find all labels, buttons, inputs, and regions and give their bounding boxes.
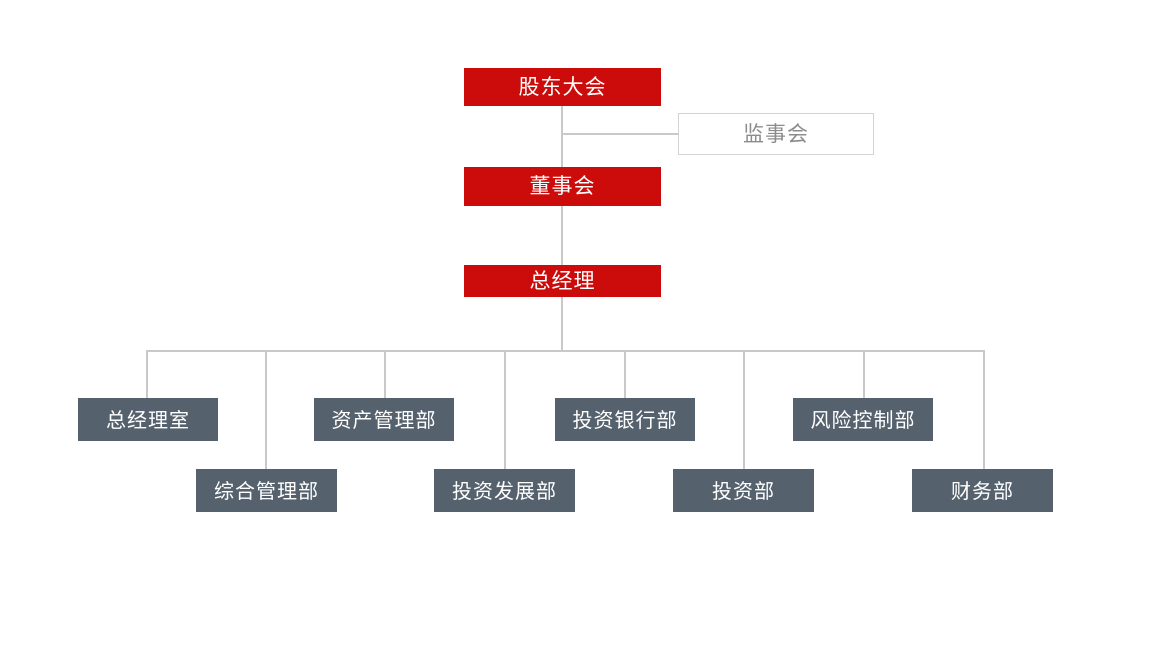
node-department-investment-development[interactable]: 投资发展部 [434, 469, 575, 512]
node-department-asset-management[interactable]: 资产管理部 [314, 398, 454, 441]
node-department-general-admin[interactable]: 综合管理部 [196, 469, 337, 512]
node-department-finance[interactable]: 财务部 [912, 469, 1053, 512]
node-board-of-supervisors[interactable]: 监事会 [678, 113, 874, 155]
connector-drop-invest-dev [504, 350, 506, 469]
connector-drop-asset-management [384, 350, 386, 398]
connector-general-manager-to-bus [561, 297, 563, 351]
node-department-investment-bank[interactable]: 投资银行部 [555, 398, 695, 441]
connector-drop-risk-control [863, 350, 865, 398]
connector-board-to-general-manager [561, 206, 563, 265]
connector-drop-investment [743, 350, 745, 469]
connector-drop-general-admin [265, 350, 267, 469]
node-department-gm-office[interactable]: 总经理室 [78, 398, 218, 441]
node-shareholders-meeting[interactable]: 股东大会 [464, 68, 661, 106]
node-department-risk-control[interactable]: 风险控制部 [793, 398, 933, 441]
connector-drop-finance [983, 350, 985, 469]
node-general-manager[interactable]: 总经理 [464, 265, 661, 297]
node-board-of-directors[interactable]: 董事会 [464, 167, 661, 206]
connector-department-bus [146, 350, 985, 352]
connector-drop-gm-office [146, 350, 148, 398]
connector-drop-invest-bank [624, 350, 626, 398]
node-department-investment[interactable]: 投资部 [673, 469, 814, 512]
connector-shareholders-to-board [561, 106, 563, 167]
connector-shareholders-to-supervisors [561, 133, 679, 135]
